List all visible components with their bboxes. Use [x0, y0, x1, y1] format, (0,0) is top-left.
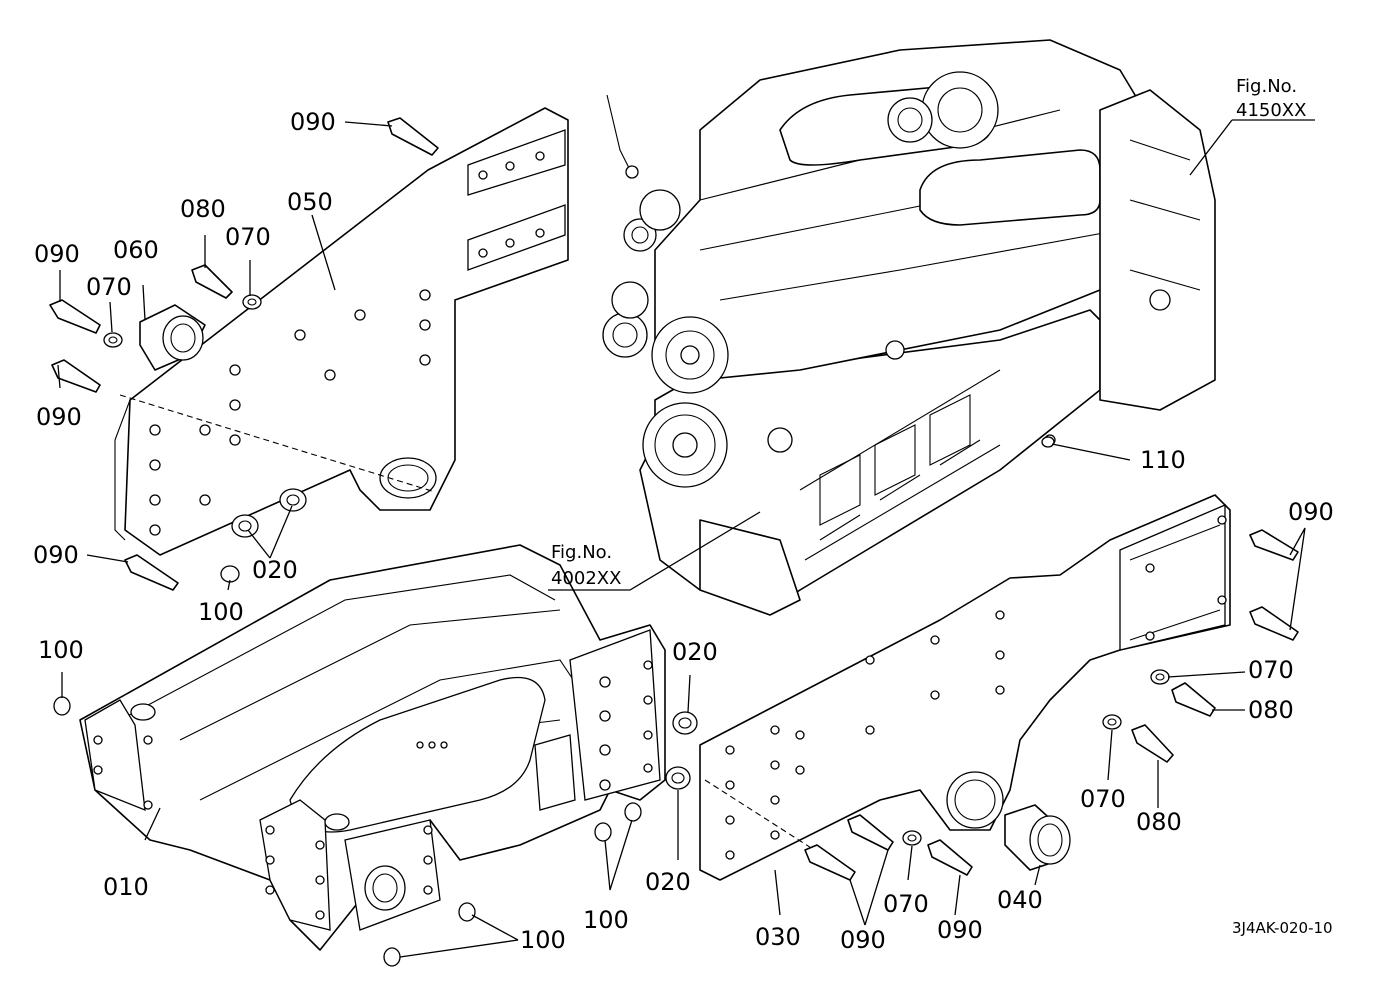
fasteners-left [49, 117, 439, 591]
label-020-left: 020 [252, 556, 298, 584]
fasteners-right [804, 436, 1299, 881]
label-100-c: 100 [583, 906, 629, 934]
label-090-top: 090 [290, 108, 336, 136]
bracket-050 [114, 107, 569, 556]
label-090-bottom-a: 090 [840, 926, 886, 954]
label-100-b: 100 [38, 636, 84, 664]
label-090-left-c: 090 [33, 541, 79, 569]
label-090-left-a: 090 [34, 240, 80, 268]
figure-reference-4150: Fig.No. 4150XX [1236, 76, 1306, 121]
label-010: 010 [103, 873, 149, 901]
label-100-d: 100 [520, 926, 566, 954]
drawing-code: 3J4AK-020-10 [1232, 919, 1333, 937]
frame-010 [79, 544, 666, 951]
engine-assembly [602, 39, 1216, 616]
label-070-right: 070 [1248, 656, 1294, 684]
part-labels: 090 050 080 070 060 090 070 090 090 020 … [33, 108, 1334, 954]
label-070-left-top: 070 [225, 223, 271, 251]
label-070-bottom: 070 [883, 890, 929, 918]
bushing-040 [1004, 804, 1071, 871]
label-070-left-mid: 070 [86, 273, 132, 301]
label-080-right-b: 080 [1136, 808, 1182, 836]
label-090-left-b: 090 [36, 403, 82, 431]
label-080-right: 080 [1248, 696, 1294, 724]
bushing-060 [139, 304, 206, 371]
leader-lines [57, 119, 1315, 958]
figure-reference-prefix: Fig.No. [551, 542, 612, 563]
bracket-030 [699, 494, 1231, 881]
plugs-100 [53, 696, 642, 967]
label-040: 040 [997, 886, 1043, 914]
label-100-a: 100 [198, 598, 244, 626]
label-070-right-b: 070 [1080, 785, 1126, 813]
label-060: 060 [113, 236, 159, 264]
figure-reference-prefix: Fig.No. [1236, 76, 1297, 97]
figure-reference-number: 4150XX [1236, 100, 1306, 121]
label-110: 110 [1140, 446, 1186, 474]
figure-reference-number: 4002XX [551, 568, 621, 589]
label-020-mid-a: 020 [672, 638, 718, 666]
label-030: 030 [755, 923, 801, 951]
bushings-020 [665, 711, 698, 790]
label-090-right-top: 090 [1288, 498, 1334, 526]
label-020-mid-b: 020 [645, 868, 691, 896]
label-090-bottom-b: 090 [937, 916, 983, 944]
label-080-left: 080 [180, 195, 226, 223]
figure-reference-4002: Fig.No. 4002XX [551, 542, 621, 589]
label-050: 050 [287, 188, 333, 216]
